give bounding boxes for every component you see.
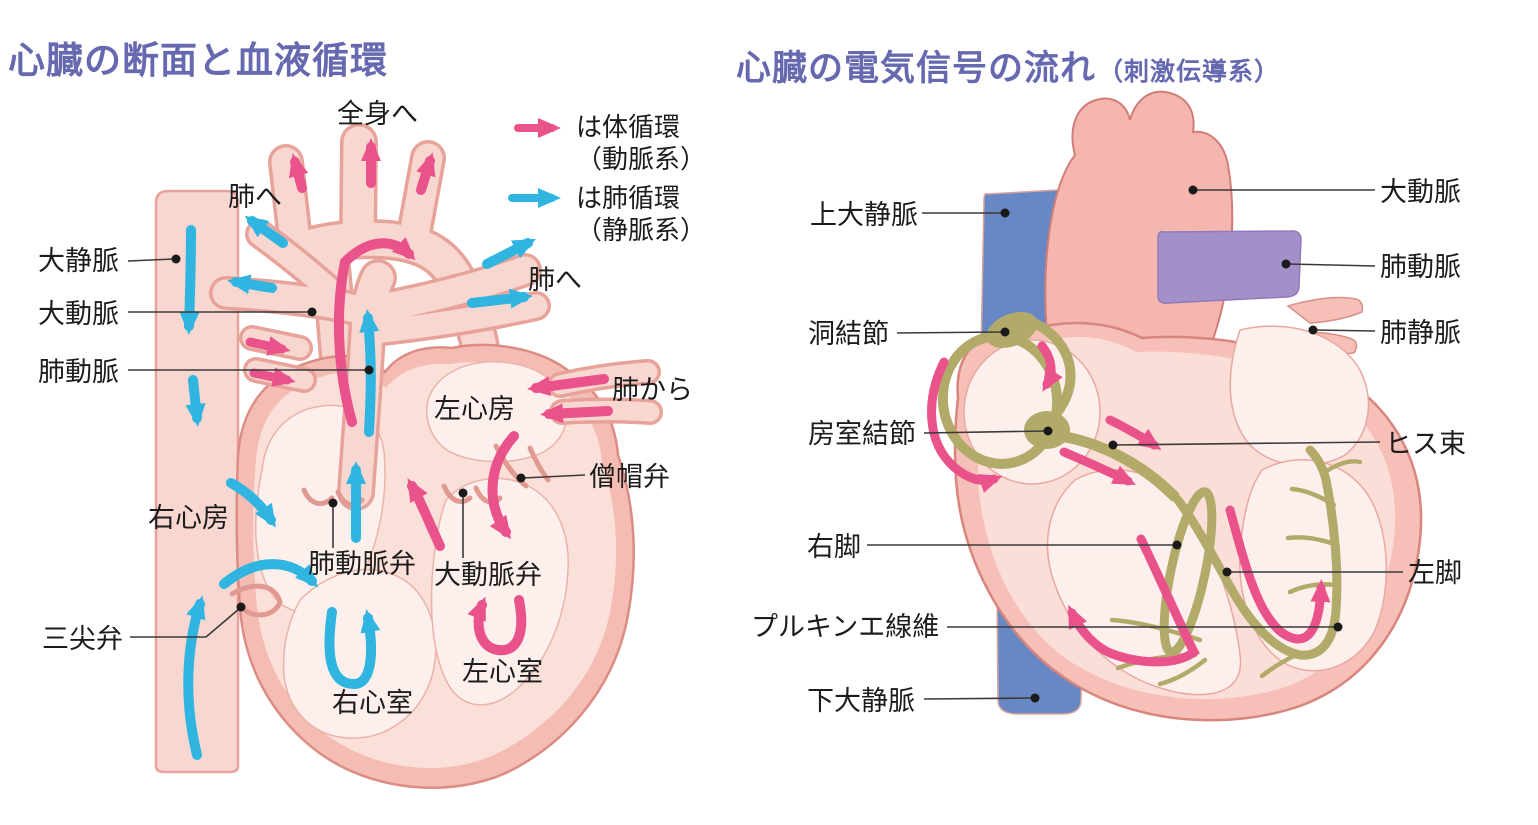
legend-pulmonary: は肺循環 （静脈系）	[576, 183, 706, 246]
label-left-bundle: 左脚	[1408, 558, 1462, 588]
right-diagram-title: 心臓の電気信号の流れ（刺激伝導系）	[736, 40, 1280, 91]
left-leader-dots	[171, 254, 526, 612]
label-left-atrium: 左心房	[434, 394, 515, 424]
label-svc: 上大静脈	[810, 200, 918, 230]
right-heart-illustration	[867, 90, 1423, 722]
right-leader-lines	[867, 189, 1403, 700]
label-tricuspid-valve: 三尖弁	[42, 624, 123, 654]
label-sa-node: 洞結節	[808, 319, 889, 349]
left-ventricle-chamber	[1239, 459, 1388, 672]
legend-pulmonary-label: は肺循環	[576, 183, 681, 213]
left-leader-lines	[127, 258, 586, 638]
right-diagram-title-suffix: （刺激伝導系）	[1098, 58, 1281, 86]
label-pulmonary-artery-right: 肺動脈	[1380, 252, 1461, 282]
legend-pulmonary-sub: （静脈系）	[576, 214, 707, 245]
label-aorta-right: 大動脈	[1380, 177, 1461, 207]
legend-systemic-label: は体循環	[576, 112, 681, 142]
legend-systemic: は体循環 （動脈系）	[576, 112, 706, 175]
label-pulmonary-valve: 肺動脈弁	[308, 549, 416, 579]
label-his-bundle: ヒス束	[1385, 429, 1466, 459]
arterial-flow-arrows	[245, 138, 613, 656]
label-pulmonary-artery-left: 肺動脈	[38, 357, 119, 387]
label-pulmonary-vein: 肺静脈	[1380, 318, 1461, 348]
label-to-lung-left: 肺へ	[228, 182, 282, 212]
label-aortic-valve: 大動脈弁	[434, 560, 542, 590]
label-from-lung: 肺から	[612, 375, 693, 405]
venous-flow-arrows	[179, 215, 537, 760]
label-purkinje: プルキンエ線維	[751, 612, 940, 642]
left-heart-illustration	[127, 118, 663, 789]
right-ventricle-chamber	[282, 568, 437, 739]
sa-node	[986, 312, 1038, 348]
left-atrium-chamber	[1229, 325, 1370, 467]
left-diagram-title: 心臓の断面と血液循環	[8, 40, 388, 81]
signal-flow-arrows	[927, 341, 1331, 667]
label-to-body: 全身へ	[337, 99, 418, 129]
label-left-ventricle: 左心室	[462, 657, 543, 687]
right-diagram-title-main: 心臓の電気信号の流れ	[736, 49, 1097, 88]
label-right-bundle: 右脚	[807, 532, 861, 562]
label-vena-cava: 大静脈	[38, 246, 119, 276]
pulmonary-artery-vessel	[1157, 230, 1302, 304]
label-right-atrium: 右心房	[148, 503, 229, 533]
label-aorta-left: 大動脈	[38, 299, 119, 329]
label-ivc: 下大静脈	[807, 686, 915, 716]
label-av-node: 房室結節	[808, 419, 916, 449]
label-right-ventricle: 右心室	[332, 688, 413, 718]
label-to-lung-right: 肺へ	[528, 265, 582, 295]
label-mitral-valve: 僧帽弁	[589, 462, 670, 492]
right-leader-dots	[1000, 185, 1343, 703]
legend-systemic-sub: （動脈系）	[576, 143, 707, 174]
